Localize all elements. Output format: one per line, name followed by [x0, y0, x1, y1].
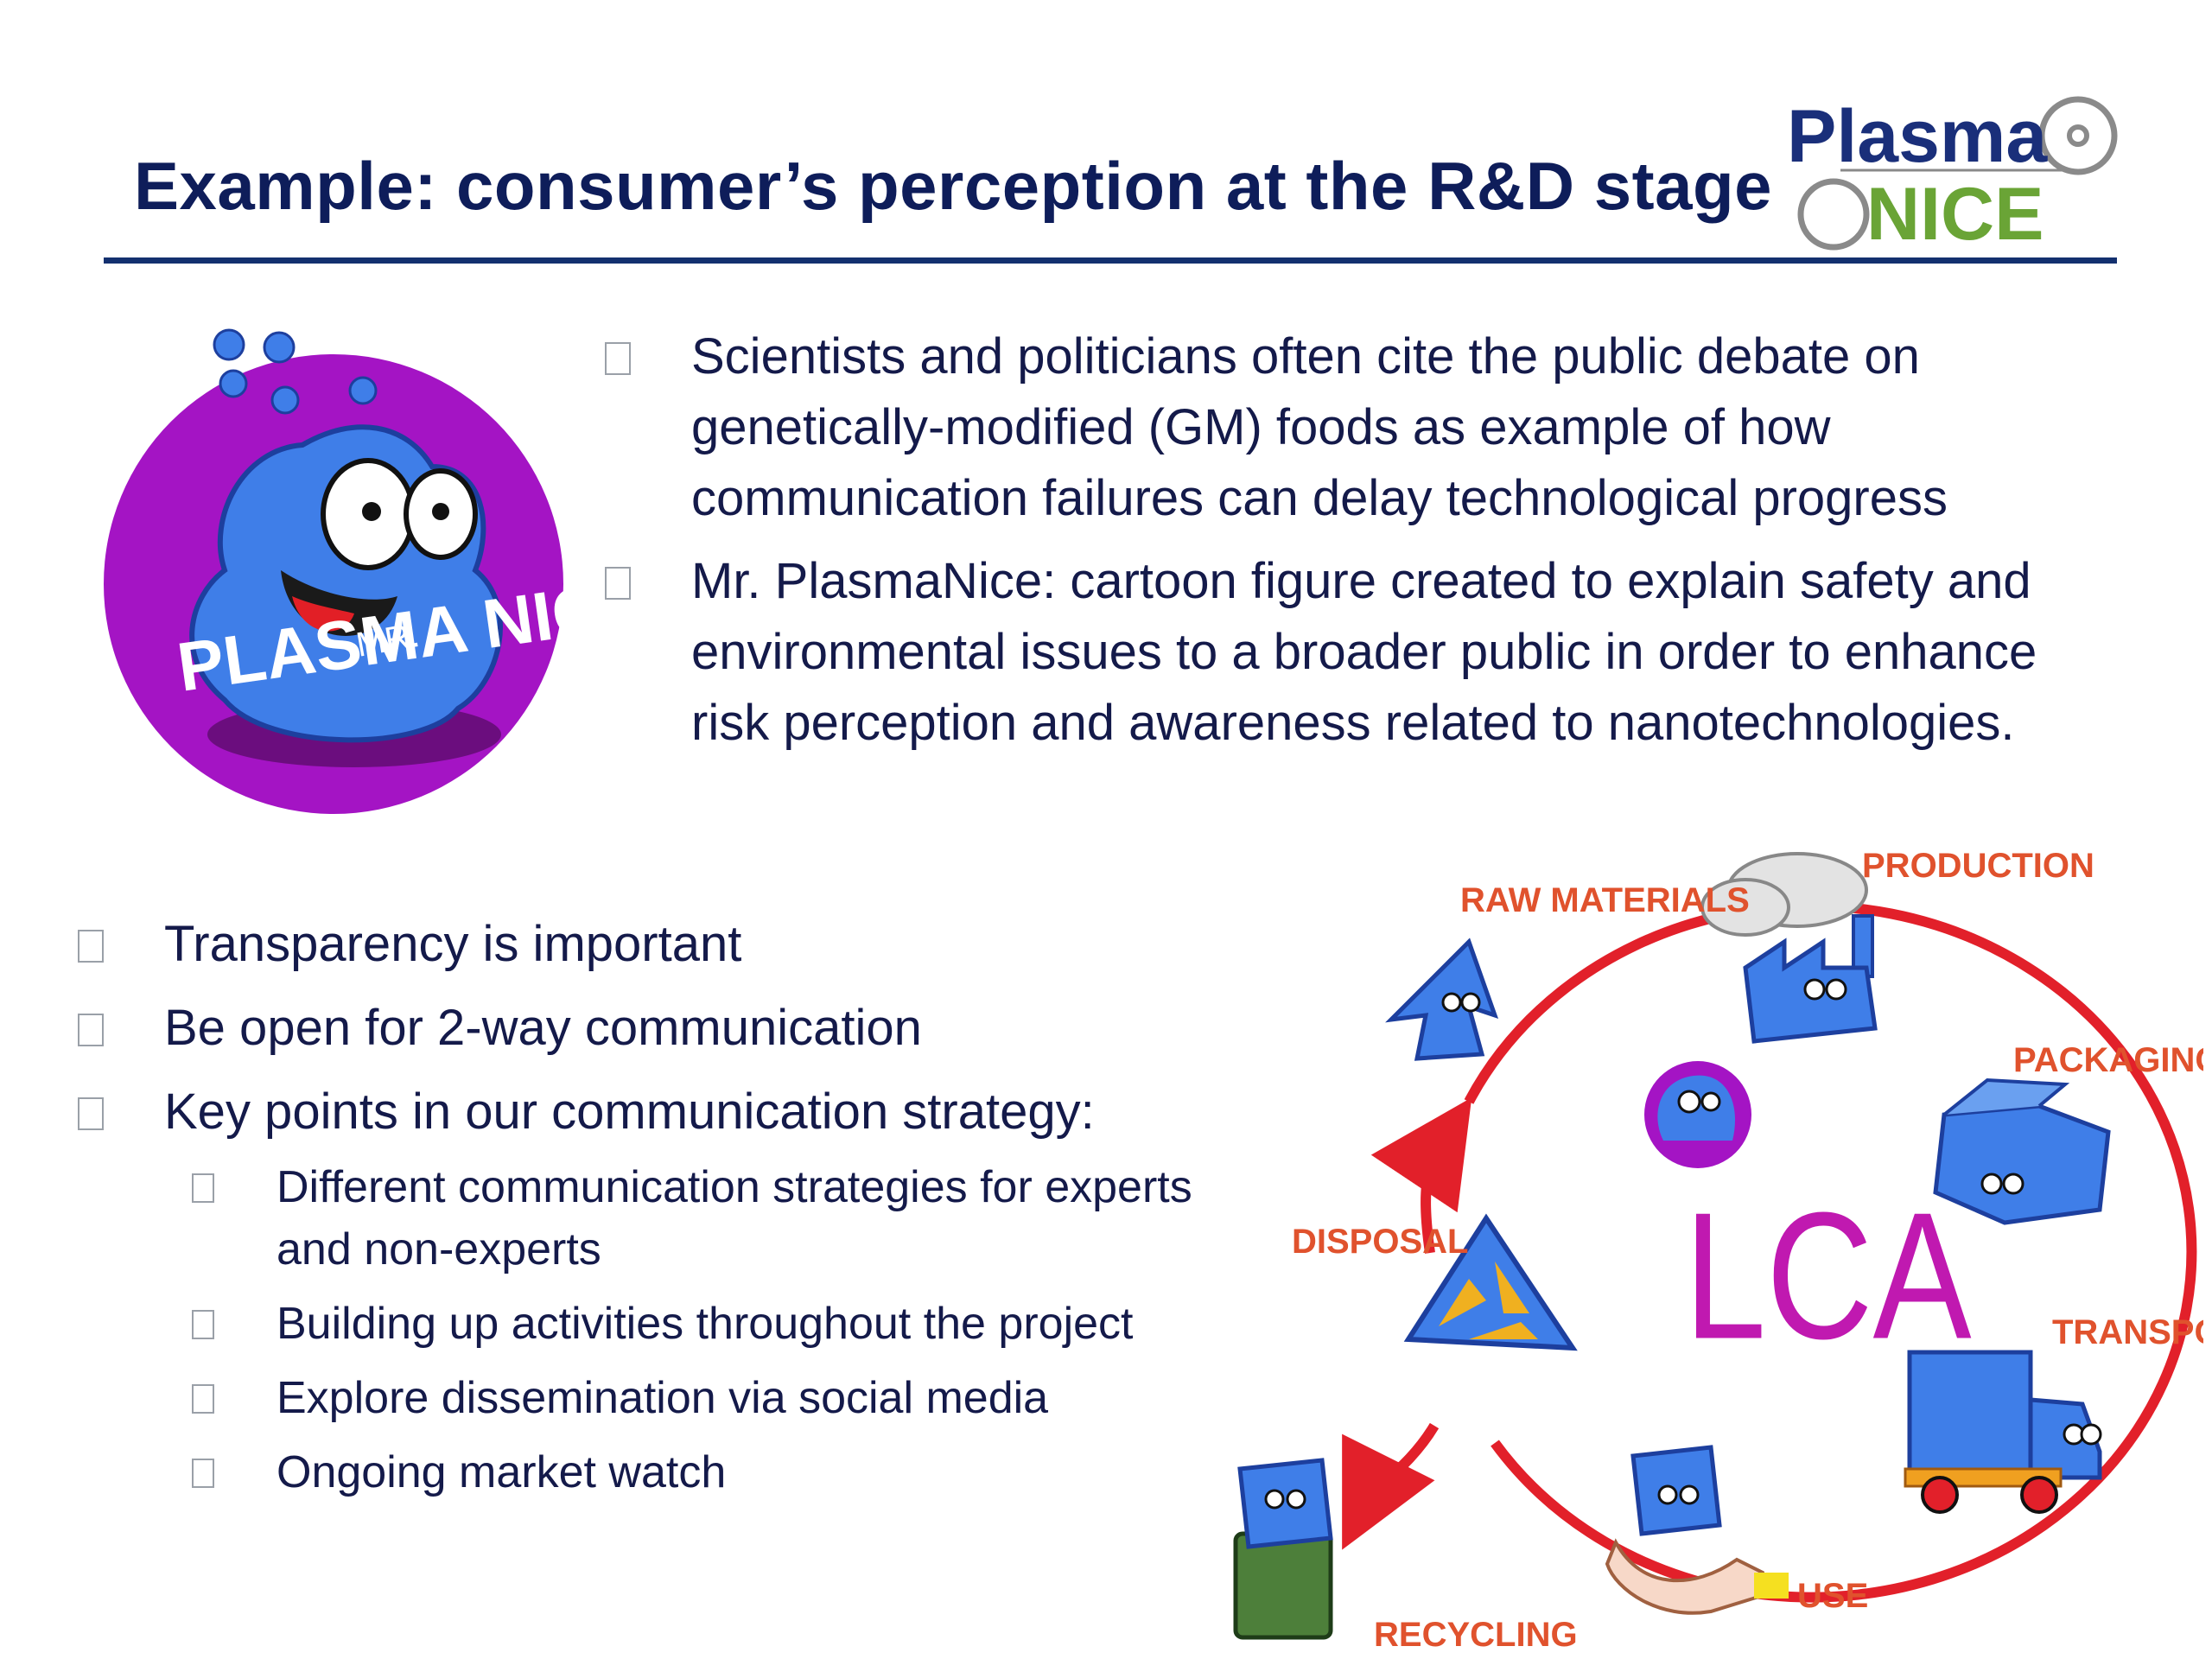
recycling-bin [1233, 1531, 1333, 1640]
logo-ring-dot [2067, 124, 2089, 147]
logo-word-nice: NICE [1866, 173, 2044, 256]
sub-bullet-3: Explore dissemination via social media [78, 1367, 1270, 1429]
bullet-box-icon [192, 1384, 214, 1414]
bullet-box-icon [192, 1459, 214, 1488]
bullet-box-icon [78, 930, 104, 963]
bullet-box-icon [605, 567, 631, 600]
sub-bullet-1: Different communication strategies for e… [78, 1156, 1270, 1281]
lca-label-use: USE [1797, 1577, 1868, 1615]
lca-label-packaging: PACKAGING [2013, 1041, 2203, 1079]
bullet-box-icon [78, 1014, 104, 1046]
lca-label-recycling: RECYCLING [1374, 1616, 1578, 1654]
sub-bullet-2-text: Building up activities throughout the pr… [276, 1299, 1134, 1349]
bottom-bullet-1-text: Transparency is important [164, 916, 742, 972]
bullet-box-icon [605, 342, 631, 375]
lca-disposal-arrow [1370, 1097, 1472, 1254]
lca-cycle-diagram: LCA RAW MATERIALS PRODUCTION PACKAGING T… [1233, 847, 2203, 1654]
bullet-box-icon [192, 1310, 214, 1339]
logo-word-plasma: Plasma [1787, 95, 2048, 178]
bottom-bullet-3-text: Key points in our communication strategy… [164, 1084, 1095, 1140]
bottom-bullet-list: Transparency is important Be open for 2-… [78, 909, 1270, 1516]
bottom-bullet-3: Key points in our communication strategy… [78, 1077, 1270, 1147]
transport-truck-character [1907, 1350, 2033, 1476]
recycling-box-character [1237, 1458, 1333, 1549]
sub-bullet-2: Building up activities throughout the pr… [78, 1293, 1270, 1355]
top-bullet-1: Scientists and politicians often cite th… [605, 321, 2126, 534]
lca-center-label: LCA [1684, 1175, 1972, 1376]
sub-bullet-container: Different communication strategies for e… [78, 1156, 1270, 1503]
logo-ring-top [2038, 96, 2118, 175]
slide-title: Example: consumer’s perception at the R&… [134, 148, 1772, 224]
bottom-bullet-2-text: Be open for 2-way communication [164, 1000, 922, 1056]
lca-label-transport: TRANSPORT [2052, 1313, 2203, 1351]
lca-label-production: PRODUCTION [1862, 847, 2094, 885]
bullet-box-icon [192, 1173, 214, 1203]
sub-bullet-4: Ongoing market watch [78, 1441, 1270, 1503]
sub-bullet-4-text: Ongoing market watch [276, 1447, 727, 1497]
plasmanice-logo: Plasma NICE [1787, 95, 2118, 256]
top-bullet-2-text: Mr. PlasmaNice: cartoon figure created t… [691, 553, 2037, 751]
mascot-mr-plasmanice: MR. PLASMA NICE [104, 328, 579, 814]
bottom-bullet-1: Transparency is important [78, 909, 1270, 980]
logo-ring-bottom [1797, 178, 1870, 251]
top-bullet-list: Scientists and politicians often cite th… [605, 321, 2126, 771]
lca-recycling-arrow [1342, 1422, 1440, 1550]
lca-label-raw-materials: RAW MATERIALS [1460, 881, 1750, 919]
title-underline [104, 257, 2117, 264]
bullet-box-icon [78, 1097, 104, 1130]
top-bullet-1-text: Scientists and politicians often cite th… [691, 328, 1948, 526]
bottom-bullet-2: Be open for 2-way communication [78, 993, 1270, 1064]
sub-bullet-list: Different communication strategies for e… [78, 1156, 1270, 1503]
top-bullet-2: Mr. PlasmaNice: cartoon figure created t… [605, 546, 2126, 759]
sub-bullet-3-text: Explore dissemination via social media [276, 1373, 1049, 1423]
lca-label-disposal: DISPOSAL [1292, 1223, 1468, 1261]
sub-bullet-1-text: Different communication strategies for e… [276, 1162, 1192, 1274]
